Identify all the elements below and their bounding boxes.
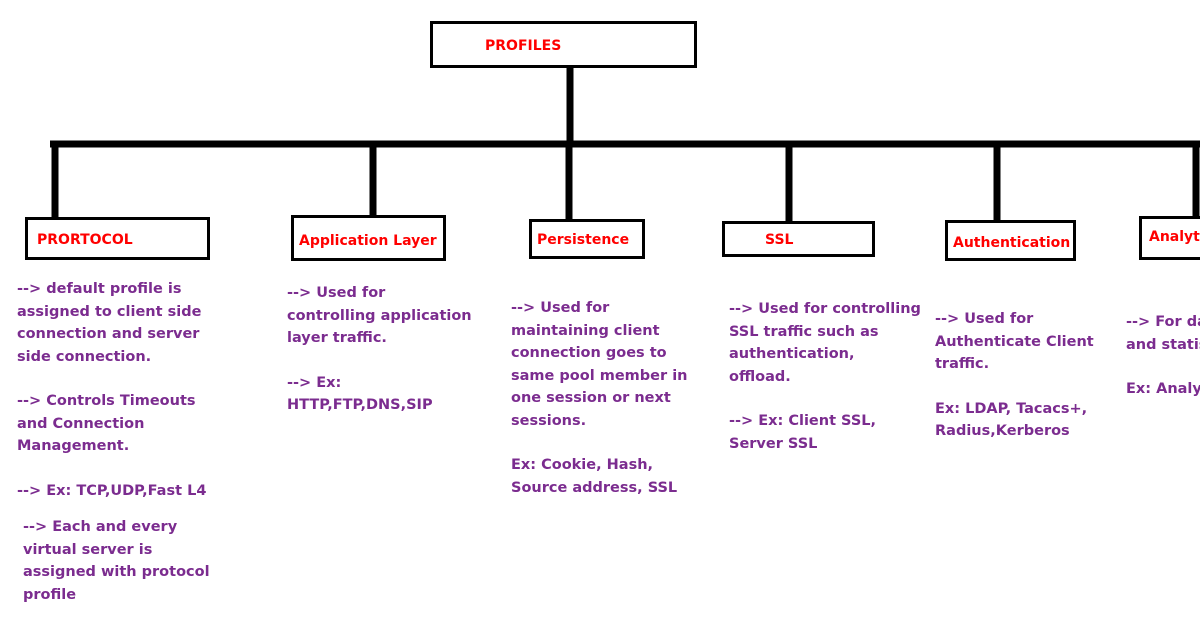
note-paragraph: --> Ex:HTTP,FTP,DNS,SIP: [287, 374, 433, 414]
node-protocol: PRORTOCOL: [25, 217, 210, 260]
note-paragraph: Ex: Cookie, Hash,Source address, SSL: [511, 457, 678, 496]
node-authentication: Authentication: [945, 220, 1076, 261]
node-application-layer: Application Layer: [291, 215, 446, 261]
root-title: PROFILES: [485, 38, 562, 54]
node-label: Application Layer: [299, 233, 437, 249]
node-label: Authentication: [953, 235, 1071, 251]
note-paragraph: Ex: Analyt: [1126, 381, 1200, 397]
note-paragraph: --> Ex: Client SSL,Server SSL: [729, 413, 877, 452]
root-node-profiles: PROFILES: [430, 21, 697, 68]
node-label: SSL: [765, 232, 794, 248]
node-label: PRORTOCOL: [37, 232, 133, 248]
note-paragraph: --> For datand statis: [1126, 314, 1200, 353]
node-label: Analyt: [1149, 229, 1200, 245]
node-label: Persistence: [537, 232, 630, 248]
node-ssl: SSL: [722, 221, 875, 257]
note-paragraph: Ex: LDAP, Tacacs+,Radius,Kerberos: [935, 400, 1088, 440]
node-analytics: Analyt: [1139, 216, 1200, 260]
node-persistence: Persistence: [529, 219, 645, 259]
note-analytics: --> For datand statis Ex: Analyt: [1126, 311, 1200, 401]
note-paragraph: --> Ex: TCP,UDP,Fast L4: [17, 482, 207, 499]
